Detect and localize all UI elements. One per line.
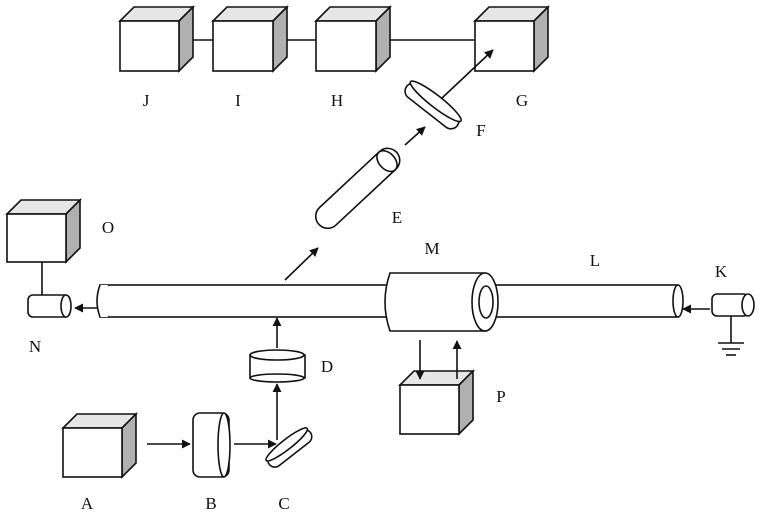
- label-h: H: [331, 91, 343, 110]
- box-g: [473, 5, 550, 73]
- element-l-tube: [484, 284, 684, 318]
- label-i: I: [235, 91, 241, 110]
- label-e: E: [392, 208, 402, 227]
- label-c: C: [278, 494, 289, 513]
- arrow-tube-to-e: [284, 247, 319, 281]
- main-tube-left: [96, 284, 391, 318]
- arrow-f-to-g: [441, 49, 494, 99]
- box-i: [211, 5, 289, 73]
- element-e-tube: [314, 147, 401, 230]
- label-g: G: [516, 91, 528, 110]
- label-j: J: [143, 91, 150, 110]
- element-c-mirror: [265, 427, 313, 468]
- label-d: D: [321, 357, 333, 376]
- box-a: [61, 412, 138, 479]
- element-f-disk: [404, 80, 462, 130]
- element-n-detector: [27, 294, 72, 318]
- label-p: P: [496, 387, 505, 406]
- element-b-lens: [192, 412, 231, 478]
- element-d-cylinder: [249, 349, 306, 383]
- box-h: [314, 5, 392, 73]
- box-o: [5, 198, 82, 264]
- label-f: F: [476, 121, 485, 140]
- label-b: B: [205, 494, 216, 513]
- arrow-e-to-f: [404, 126, 426, 146]
- ground-symbol: [718, 342, 744, 356]
- label-n: N: [29, 337, 41, 356]
- label-k: K: [715, 262, 728, 281]
- label-l: L: [590, 251, 600, 270]
- box-j: [118, 5, 195, 73]
- element-m-collar: [384, 272, 499, 332]
- label-a: A: [81, 494, 94, 513]
- element-k-detector: [711, 293, 755, 343]
- label-o: O: [102, 218, 114, 237]
- box-p: [398, 369, 475, 436]
- label-m: M: [424, 239, 439, 258]
